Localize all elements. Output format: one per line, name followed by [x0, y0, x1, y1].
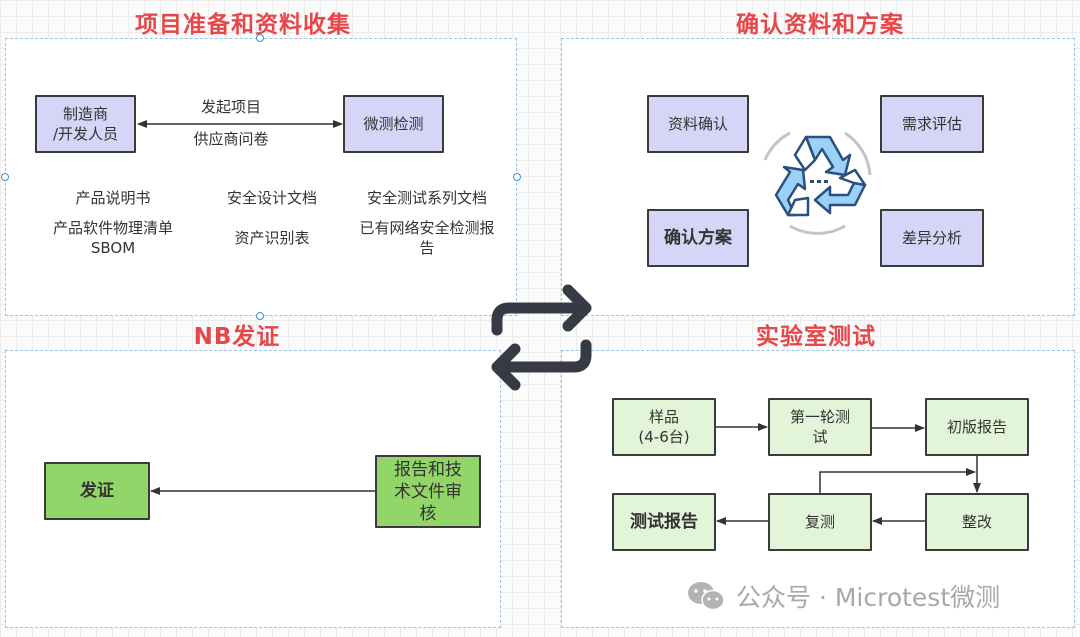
panel-prep: [5, 38, 517, 316]
lab-step-label: 样品 (4-6台): [638, 408, 690, 446]
confirm-box-materials[interactable]: 资料确认: [647, 95, 749, 153]
arrow-label-initiate: 发起项目: [200, 98, 262, 116]
confirm-box-plan[interactable]: 确认方案: [647, 209, 749, 267]
resize-handle-right[interactable]: [513, 173, 521, 181]
lab-step-label: 复测: [804, 513, 835, 531]
review-box[interactable]: 报告和技 术文件审 核: [375, 455, 481, 528]
doc-item: 资产识别表: [234, 229, 310, 247]
certify-box[interactable]: 发证: [44, 462, 150, 520]
doc-item: 安全测试系列文档: [366, 189, 488, 207]
certify-label: 发证: [80, 481, 114, 501]
resize-handle-left[interactable]: [1, 173, 9, 181]
lab-label: 微测检测: [363, 115, 424, 133]
section-title-lab: 实验室测试: [756, 324, 876, 350]
panel-confirm: [561, 38, 1075, 316]
panel-lab: [561, 350, 1075, 628]
arrow-label-questionnaire: 供应商问卷: [193, 130, 269, 148]
doc-item: 产品说明书: [75, 189, 151, 207]
lab-box[interactable]: 微测检测: [343, 95, 444, 153]
lab-step-retest[interactable]: 复测: [768, 493, 872, 551]
lab-step-first-round[interactable]: 第一轮测 试: [768, 398, 872, 456]
section-title-prep: 项目准备和资料收集: [135, 12, 351, 38]
watermark: 公众号 · Microtest微测: [686, 578, 1000, 614]
resize-handle-top[interactable]: [256, 34, 264, 42]
lab-step-sample[interactable]: 样品 (4-6台): [612, 398, 716, 456]
lab-step-label: 整改: [961, 513, 992, 531]
lab-step-label: 初版报告: [946, 418, 1007, 436]
doc-item: 已有网络安全检测报 告: [359, 219, 495, 257]
doc-item: 产品软件物理清单 SBOM: [52, 219, 174, 257]
manufacturer-box[interactable]: 制造商 /开发人员: [35, 95, 136, 153]
watermark-text: 公众号 · Microtest微测: [736, 583, 1001, 612]
confirm-box-label: 需求评估: [901, 115, 962, 133]
resize-handle-bottom[interactable]: [256, 312, 264, 320]
review-label: 报告和技 术文件审 核: [394, 459, 462, 524]
lab-step-label: 测试报告: [630, 512, 698, 532]
lab-step-label: 第一轮测 试: [789, 408, 850, 446]
section-title-confirm: 确认资料和方案: [736, 12, 904, 38]
lab-step-draft-report[interactable]: 初版报告: [925, 398, 1029, 456]
wechat-icon: [688, 582, 725, 611]
manufacturer-label: 制造商 /开发人员: [52, 105, 119, 143]
confirm-box-label: 确认方案: [664, 228, 732, 248]
confirm-box-label: 资料确认: [667, 115, 728, 133]
lab-step-rectify[interactable]: 整改: [925, 493, 1029, 551]
confirm-box-label: 差异分析: [901, 229, 962, 247]
section-title-nb: NB发证: [193, 324, 281, 350]
lab-step-test-report[interactable]: 测试报告: [612, 493, 716, 551]
doc-item: 安全设计文档: [226, 189, 318, 207]
confirm-box-requirements[interactable]: 需求评估: [880, 95, 984, 153]
confirm-box-gap[interactable]: 差异分析: [880, 209, 984, 267]
